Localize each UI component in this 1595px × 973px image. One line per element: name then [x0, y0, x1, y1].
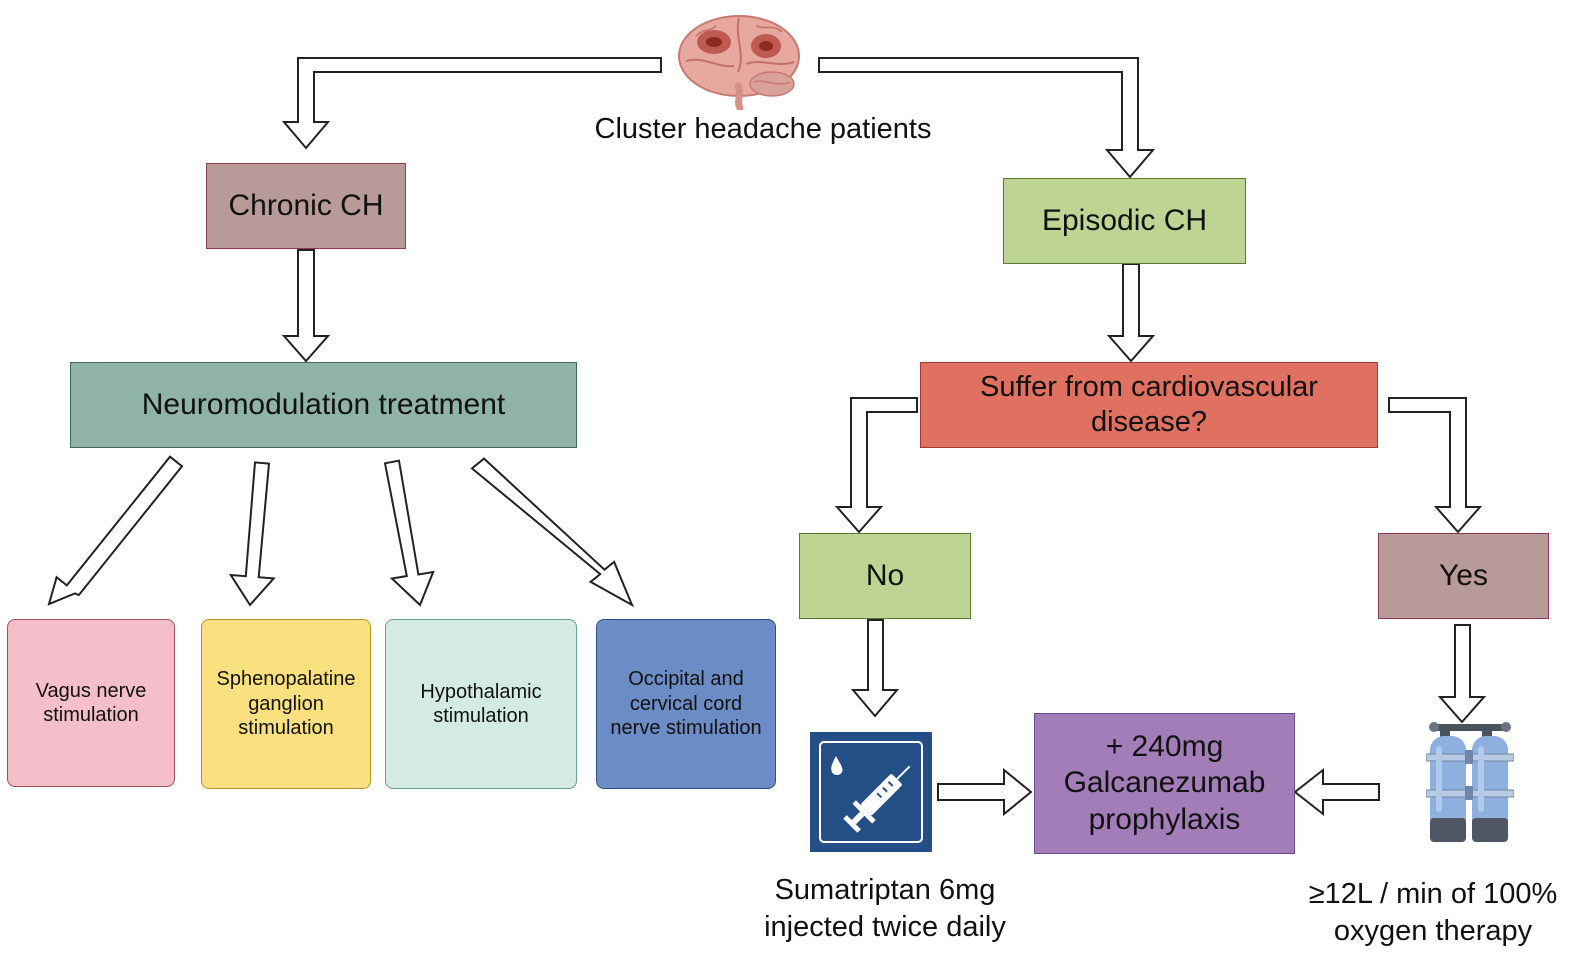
arrow-oxygen-to-galcanezumab: [1293, 767, 1380, 817]
arrow-question-to-no: [834, 397, 918, 534]
arrow-episodic-to-question: [1106, 263, 1156, 363]
occipital-line3: nerve stimulation: [610, 717, 762, 740]
sphenopalatine-line1: Sphenopalatine: [216, 668, 356, 691]
arrow-to-chronic: [281, 57, 662, 150]
chronic-ch-box: Chronic CH: [206, 163, 406, 249]
vagus-line2: stimulation: [43, 704, 139, 726]
galcanezumab-line1: + 240mg: [1105, 729, 1224, 763]
galcanezumab-box: + 240mg Galcanezumab prophylaxis: [1034, 713, 1295, 854]
arrow-chronic-to-neuro: [281, 249, 331, 363]
arrow-to-episodic: [818, 57, 1156, 179]
oxygen-line2: oxygen therapy: [1333, 915, 1533, 948]
cardiovascular-question-box: Suffer from cardiovascular disease?: [920, 362, 1378, 448]
neuromodulation-box: Neuromodulation treatment: [70, 362, 577, 448]
occipital-line1: Occipital and: [628, 668, 744, 691]
sumatriptan-line2: injected twice daily: [764, 911, 1006, 944]
diagram-title: Cluster headache patients: [594, 113, 932, 145]
arrow-neuro-to-vagus: [47, 455, 184, 606]
vagus-line1: Vagus nerve: [35, 679, 147, 702]
arrow-neuro-to-hypothalamic: [383, 459, 435, 607]
question-line1: Suffer from cardiovascular: [980, 370, 1318, 403]
occipital-box: Occipital and cervical cord nerve stimul…: [596, 619, 776, 789]
hypothalamic-box: Hypothalamic stimulation: [385, 619, 577, 789]
arrow-neuro-to-sphenopalatine: [228, 461, 276, 607]
sphenopalatine-line2: ganglion: [248, 692, 324, 715]
galcanezumab-line2: Galcanezumab: [1063, 766, 1266, 800]
syringe-icon: [810, 732, 932, 852]
arrow-neuro-to-occipital: [470, 457, 635, 608]
chronic-ch-label: Chronic CH: [228, 188, 384, 222]
no-label: No: [865, 558, 905, 592]
oxygen-tank-icon: [1426, 722, 1514, 842]
episodic-ch-label: Episodic CH: [1041, 203, 1208, 237]
arrow-no-to-syringe: [850, 619, 900, 718]
arrow-question-to-yes: [1388, 397, 1483, 534]
arrow-yes-to-oxygen: [1437, 624, 1487, 724]
hypothalamic-line2: stimulation: [433, 705, 529, 727]
hypothalamic-line1: Hypothalamic: [420, 680, 542, 703]
episodic-ch-box: Episodic CH: [1003, 178, 1246, 264]
sumatriptan-line1: Sumatriptan 6mg: [774, 874, 996, 906]
brain-icon: [678, 15, 800, 110]
oxygen-line1: ≥12L / min of 100%: [1308, 878, 1558, 910]
occipital-line2: cervical cord: [629, 692, 743, 715]
sphenopalatine-line3: stimulation: [238, 717, 334, 740]
neuromodulation-label: Neuromodulation treatment: [141, 387, 506, 421]
vagus-nerve-box: Vagus nerve stimulation: [7, 619, 175, 787]
arrow-syringe-to-galcanezumab: [937, 767, 1033, 817]
oxygen-caption: ≥12L / min of 100% oxygen therapy: [1283, 876, 1583, 950]
no-box: No: [799, 533, 971, 619]
yes-box: Yes: [1378, 533, 1549, 619]
sumatriptan-caption: Sumatriptan 6mg injected twice daily: [730, 872, 1040, 946]
sphenopalatine-box: Sphenopalatine ganglion stimulation: [201, 619, 371, 789]
galcanezumab-line3: prophylaxis: [1088, 802, 1241, 836]
yes-label: Yes: [1439, 558, 1488, 592]
question-line2: disease?: [1090, 406, 1208, 438]
